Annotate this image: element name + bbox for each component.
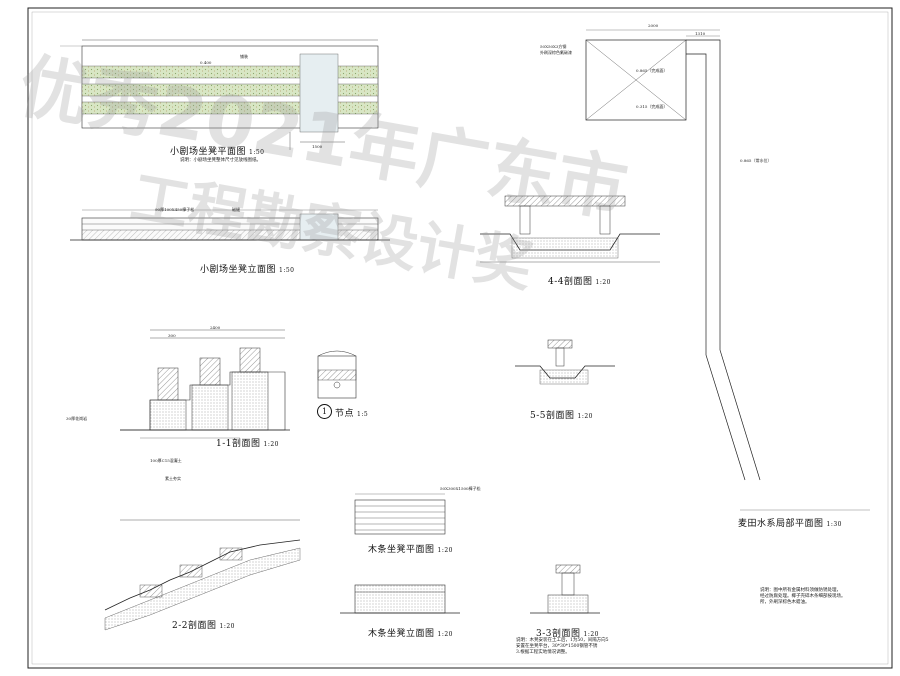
label-level-0400: 0.400 xyxy=(200,60,212,65)
label-level-0315: 0.315（完成面） xyxy=(636,104,668,109)
label-level-0865: 0.865（完成面） xyxy=(636,68,668,73)
bench-note: 说明：木凳安装在土工后，1为50，间隔方向5 安置在坐凳平台，30*30*150… xyxy=(516,638,609,655)
label-section-5: 外刷深棕色氟碳漆 xyxy=(540,50,572,55)
label-dim-2000: 2000 xyxy=(648,23,659,28)
label-ground: 铺装 xyxy=(240,54,248,59)
elev-wood-bench xyxy=(340,584,460,614)
section-2-2 xyxy=(104,519,301,631)
label-section-4: 50X50X3方钢 xyxy=(540,44,567,49)
section-4-4 xyxy=(480,195,660,263)
label-soil: 素土夯实 xyxy=(165,476,181,481)
node-number-badge: 1 xyxy=(317,404,332,419)
label-elev-b: 磁缝 xyxy=(232,207,240,212)
label-elev-a: 90厚100X450樟子松 xyxy=(155,207,195,212)
section-1-1 xyxy=(120,329,290,439)
label-dim-300: 300 xyxy=(168,333,176,338)
plan-small-theater xyxy=(60,39,379,150)
water-note: 说明：图中所有金属材料须做防锈处理， 经过防腐处理。椰子壳碎木条细部按现场。 所… xyxy=(760,588,846,605)
node-1-detail xyxy=(317,350,357,399)
label-dim-1310: 1310 xyxy=(695,31,706,36)
plan-wood-bench xyxy=(354,493,446,535)
elev-small-theater xyxy=(70,209,390,241)
section-5-5 xyxy=(515,339,615,385)
label-gravel: 100厚C15混凝土 xyxy=(150,458,182,463)
label-stone: 30厚花岗岩 xyxy=(66,416,88,421)
plan-water-system xyxy=(585,29,870,511)
label-tree-pit: 1500 xyxy=(312,144,323,149)
plan-note: 说明：小剧场坐凳整体尺寸见放线图纸。 xyxy=(180,158,261,163)
section-3-3 xyxy=(530,564,600,614)
sheet-inner-border xyxy=(31,11,889,665)
label-dim-2400: 2400 xyxy=(210,325,221,330)
sheet-border xyxy=(27,7,893,669)
label-level-0865b: 0.865（常水位） xyxy=(740,158,772,163)
label-wood: 50X300X1500樟子松 xyxy=(440,486,481,491)
